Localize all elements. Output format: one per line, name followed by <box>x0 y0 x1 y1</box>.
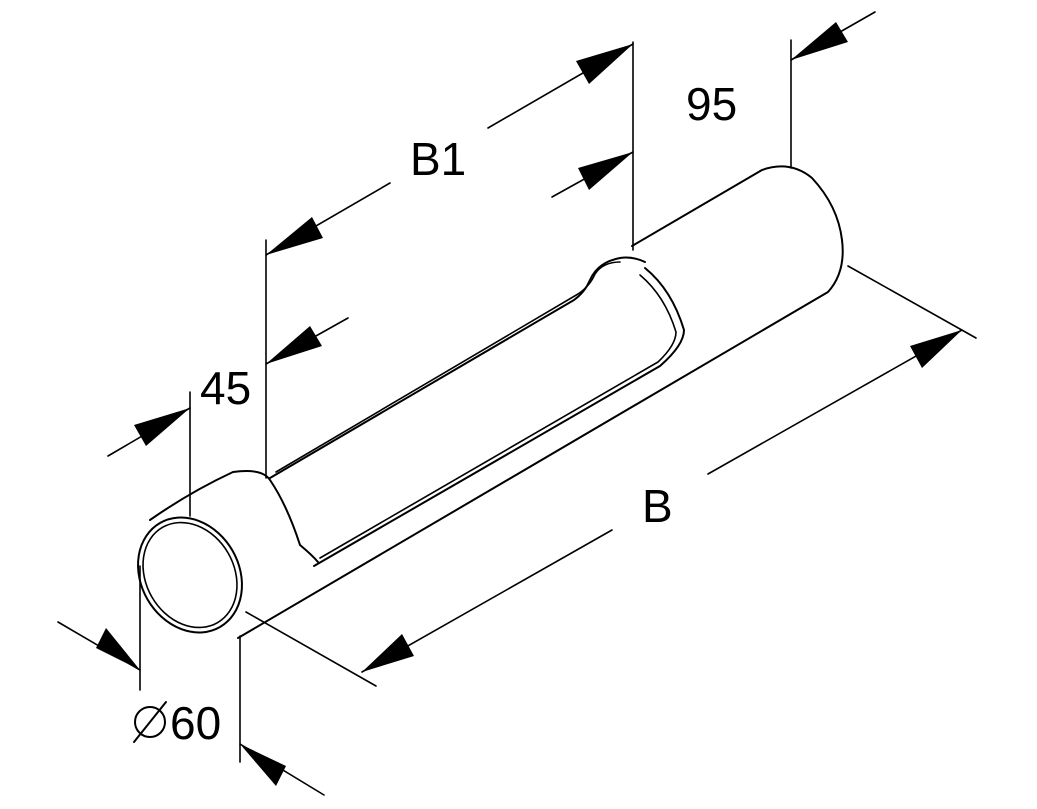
d45-arrow-right <box>266 326 322 364</box>
b-label: B <box>642 480 673 532</box>
b-extension-left <box>245 611 377 687</box>
tube-part <box>137 165 844 639</box>
d95-label: 95 <box>686 78 737 130</box>
tube-bottom-contour <box>237 239 844 639</box>
channel-upper-rim <box>269 256 646 479</box>
d95-arrow-left <box>578 152 633 190</box>
d95-arrow-right <box>791 22 848 60</box>
dia-arrow-right <box>240 744 286 786</box>
rear-collar-top <box>631 165 843 247</box>
diameter-icon <box>133 701 167 743</box>
dimension-b1: B1 <box>265 41 634 479</box>
channel-upper-rim-inner <box>275 261 621 473</box>
b-arrow-right <box>910 330 962 368</box>
channel-lower-edge-inner <box>319 274 677 559</box>
b-arrow-left <box>362 634 414 672</box>
b1-arrow-left <box>266 217 323 255</box>
b-extension-right <box>847 265 977 339</box>
d45-arrow-left <box>134 408 190 446</box>
dimension-dia60: 60 <box>57 565 325 796</box>
dia-arrow-left <box>96 628 140 670</box>
dimension-45: 45 <box>107 317 349 517</box>
channel-lower-edge <box>313 267 685 567</box>
front-end-inner <box>142 521 238 629</box>
front-end-outer <box>137 516 243 634</box>
dimension-95: 95 <box>551 11 876 198</box>
b1-label: B1 <box>410 133 466 185</box>
front-collar-top <box>149 470 319 563</box>
dia60-label: 60 <box>170 697 221 749</box>
dimension-b: B <box>245 265 977 687</box>
b1-arrow-right <box>576 44 633 84</box>
d45-label: 45 <box>200 362 251 414</box>
